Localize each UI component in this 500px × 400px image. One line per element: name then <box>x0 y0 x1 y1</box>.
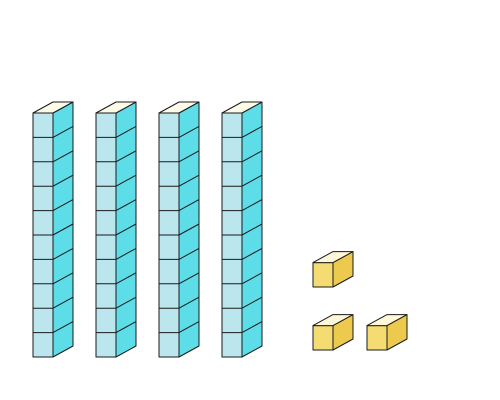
ten-rod <box>221 101 263 358</box>
unit-divider-side <box>52 150 74 163</box>
unit-divider-side <box>178 247 200 260</box>
unit-divider-side <box>241 150 263 163</box>
unit-divider-side <box>52 247 74 260</box>
unit-divider-side <box>115 125 137 138</box>
ten-rod <box>95 101 137 358</box>
unit-divider-side <box>115 321 137 334</box>
unit-divider-side <box>178 321 200 334</box>
front-face <box>312 262 334 288</box>
unit-divider-side <box>115 174 137 187</box>
unit-divider-side <box>178 296 200 309</box>
unit-divider-side <box>115 296 137 309</box>
top-face <box>32 101 74 114</box>
ten-rod <box>158 101 200 358</box>
unit-divider-side <box>52 223 74 236</box>
unit-divider-side <box>52 199 74 212</box>
unit-divider-side <box>178 272 200 285</box>
top-face <box>312 251 354 264</box>
unit-divider-side <box>178 223 200 236</box>
unit-divider-side <box>241 296 263 309</box>
unit-divider-side <box>241 174 263 187</box>
front-face <box>366 325 388 351</box>
ten-rods-group <box>32 101 263 358</box>
front-face <box>312 325 334 351</box>
unit-divider-side <box>178 174 200 187</box>
unit-divider-side <box>241 272 263 285</box>
unit-cube <box>312 314 354 351</box>
unit-divider-side <box>115 223 137 236</box>
unit-divider-side <box>241 199 263 212</box>
unit-divider-side <box>241 247 263 260</box>
unit-divider-side <box>115 272 137 285</box>
unit-cube <box>312 251 354 288</box>
unit-cubes-group <box>312 251 408 351</box>
unit-divider-side <box>115 150 137 163</box>
unit-divider-side <box>52 296 74 309</box>
top-face <box>221 101 263 114</box>
unit-divider-side <box>52 272 74 285</box>
unit-cube <box>366 314 408 351</box>
unit-divider-side <box>241 125 263 138</box>
unit-divider-side <box>178 150 200 163</box>
unit-divider-side <box>241 223 263 236</box>
top-face <box>95 101 137 114</box>
unit-divider-side <box>178 199 200 212</box>
top-face <box>366 314 408 327</box>
top-face <box>158 101 200 114</box>
unit-divider-side <box>52 321 74 334</box>
unit-divider-side <box>52 125 74 138</box>
unit-divider-side <box>241 321 263 334</box>
ten-rod <box>32 101 74 358</box>
unit-divider-side <box>178 125 200 138</box>
unit-divider-side <box>115 199 137 212</box>
top-face <box>312 314 354 327</box>
unit-divider-side <box>52 174 74 187</box>
unit-divider-side <box>115 247 137 260</box>
